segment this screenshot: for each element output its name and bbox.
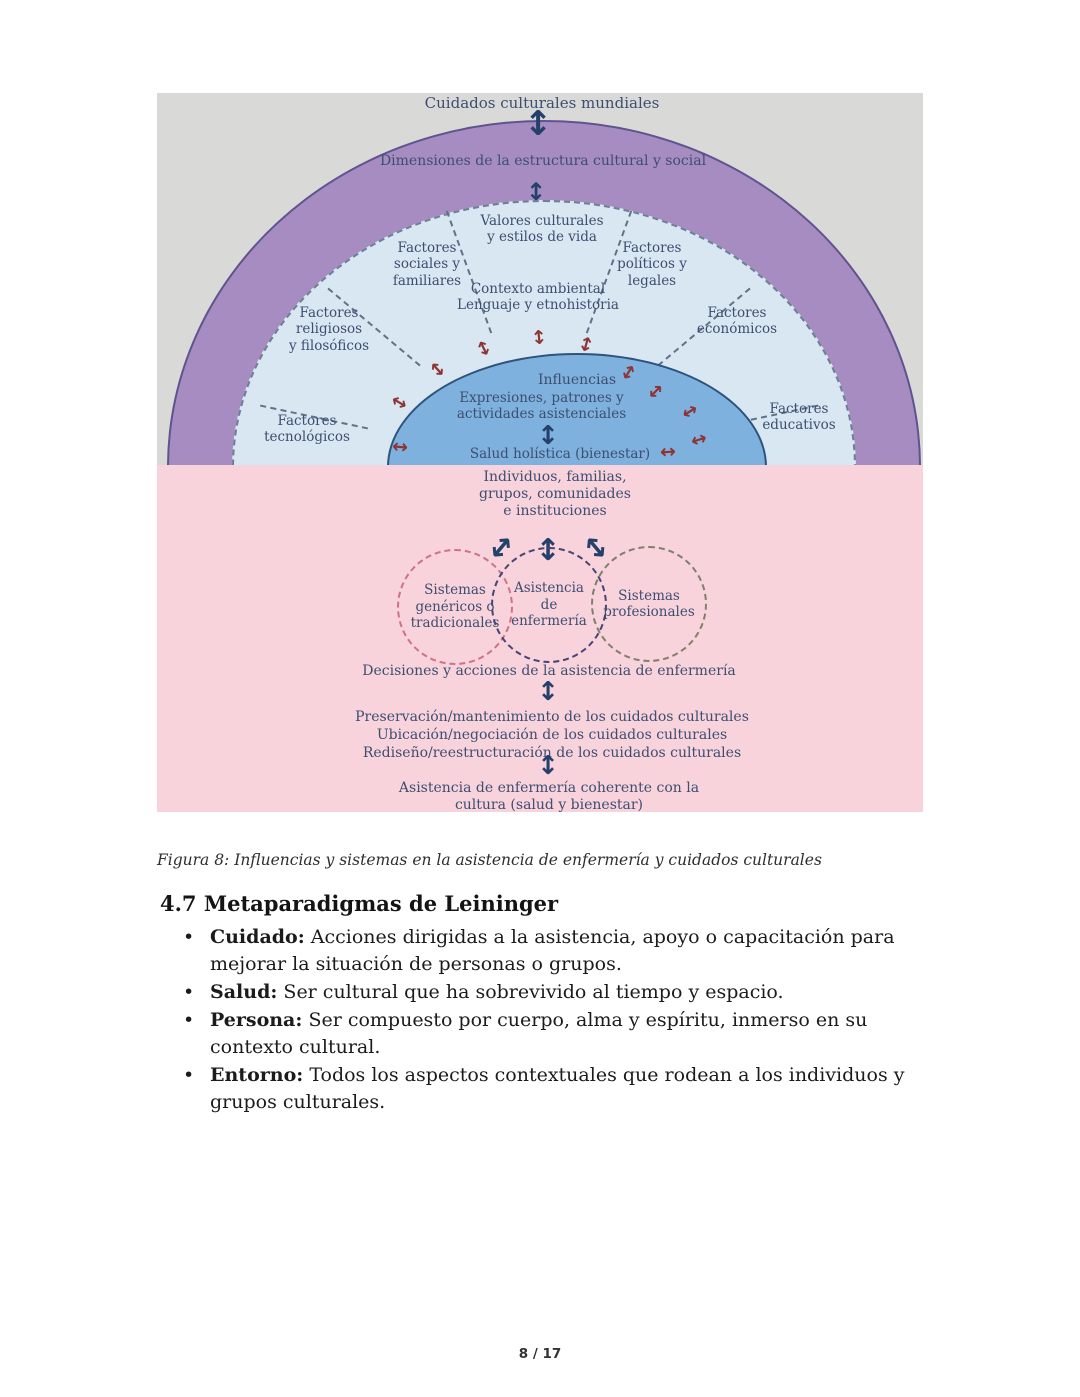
label-dimensiones: Dimensiones de la estructura cultural y … [379, 153, 707, 169]
label-factores-tecnologicos: Factores tecnológicos [264, 413, 350, 446]
bullet-text: Todos los aspectos contextuales que rode… [210, 1064, 905, 1113]
leininger-sunrise-figure: Cuidados culturales mundiales Dimensione… [157, 93, 923, 812]
bullet-body: Persona: Ser compuesto por cuerpo, alma … [210, 1007, 943, 1061]
figure-caption: Figura 8: Influencias y sistemas en la a… [157, 851, 822, 869]
bullet-marker [183, 924, 210, 978]
label-factores-sociales: Factores sociales y familiares [392, 240, 462, 289]
bullet-text: Ser cultural que ha sobrevivido al tiemp… [283, 981, 784, 1003]
double-arrow-icon [525, 322, 554, 355]
bullet-body: Entorno: Todos los aspectos contextuales… [210, 1062, 943, 1116]
label-individuos: Individuos, familias, grupos, comunidade… [479, 469, 631, 520]
double-arrow-icon [535, 677, 561, 707]
bullet-body: Cuidado: Acciones dirigidas a la asisten… [210, 924, 943, 978]
double-arrow-icon [535, 751, 561, 781]
label-factores-economicos: Factores económicos [696, 305, 778, 338]
section-heading: 4.7 Metaparadigmas de Leininger [160, 891, 559, 916]
label-influencias: Influencias [537, 372, 617, 388]
bullet-term: Cuidado: [210, 926, 305, 948]
circle-sistemas-profesionales: Sistemas profesionales [591, 546, 707, 662]
bullet-term: Salud: [210, 981, 278, 1003]
double-arrow-icon [525, 109, 551, 139]
bullet-text: Ser compuesto por cuerpo, alma y espírit… [210, 1009, 868, 1058]
label-expresiones: Expresiones, patrones y actividades asis… [456, 390, 627, 423]
bullet-item: Entorno: Todos los aspectos contextuales… [183, 1062, 943, 1116]
double-arrow-icon [385, 433, 417, 462]
label-factores-religiosos: Factores religiosos y filosóficos [288, 305, 370, 354]
label-cuidados-mundiales: Cuidados culturales mundiales [424, 94, 660, 112]
double-arrow-icon [535, 421, 561, 451]
bullet-item: Persona: Ser compuesto por cuerpo, alma … [183, 1007, 943, 1061]
page-number: 8 / 17 [518, 1346, 562, 1362]
double-arrow-icon [523, 177, 549, 207]
label-valores-culturales: Valores culturales y estilos de vida [480, 213, 604, 246]
bullet-item: Cuidado: Acciones dirigidas a la asisten… [183, 924, 943, 978]
bullet-marker [183, 1007, 210, 1061]
label-asistencia-enfermeria: Asistencia de enfermería [511, 580, 587, 630]
bullet-term: Persona: [210, 1009, 303, 1031]
bullet-marker [183, 1062, 210, 1116]
circle-sistemas-genericos: Sistemas genéricos o tradicionales [397, 549, 513, 665]
label-factores-educativos: Factores educativos [762, 401, 836, 434]
label-factores-politicos: Factores políticos y legales [617, 240, 687, 289]
circle-asistencia-enfermeria: Asistencia de enfermería [491, 547, 607, 663]
figure-lower-half: Individuos, familias, grupos, comunidade… [157, 465, 923, 812]
bullet-body: Salud: Ser cultural que ha sobrevivido a… [210, 979, 943, 1006]
label-sistemas-profesionales: Sistemas profesionales [603, 587, 695, 620]
bullet-text: Acciones dirigidas a la asistencia, apoy… [210, 926, 895, 975]
figure-upper-half: Cuidados culturales mundiales Dimensione… [157, 93, 923, 465]
bullet-item: Salud: Ser cultural que ha sobrevivido a… [183, 979, 943, 1006]
label-contexto-ambiental: Contexto ambiental Lenguaje y etnohistor… [457, 281, 619, 314]
label-decisiones: Decisiones y acciones de la asistencia d… [362, 663, 736, 679]
double-arrow-icon [651, 438, 683, 465]
label-sistemas-genericos: Sistemas genéricos o tradicionales [410, 582, 500, 632]
bullet-list: Cuidado: Acciones dirigidas a la asisten… [183, 924, 943, 1117]
bullet-marker [183, 979, 210, 1006]
label-asistencia-coherente: Asistencia de enfermería coherente con l… [398, 780, 700, 812]
bullet-term: Entorno: [210, 1064, 304, 1086]
label-modos-cuidado: Preservación/mantenimiento de los cuidad… [355, 709, 749, 762]
